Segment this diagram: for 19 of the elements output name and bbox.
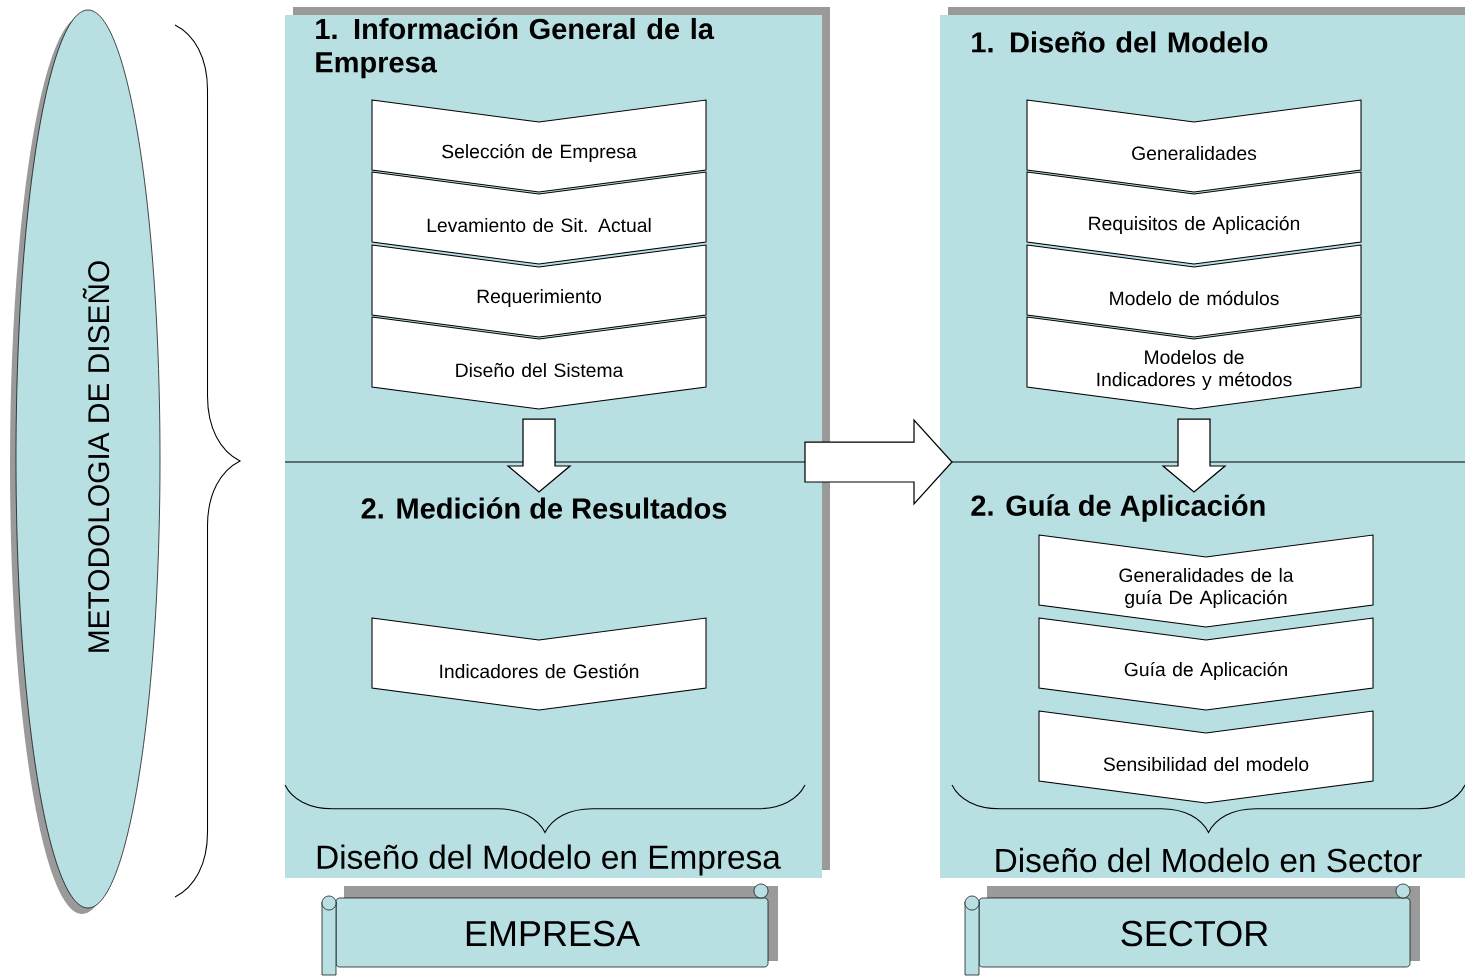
chevron-step: Modelo de módulos (1026, 244, 1362, 338)
chevron-step: Indicadores de Gestión (371, 617, 707, 711)
chevron-step: Selección de Empresa (371, 99, 707, 193)
block-arrow (506, 418, 572, 493)
chevron-step: Generalidades de la guía De Aplicación (1038, 534, 1374, 628)
chevron-step: Guía de Aplicación (1038, 617, 1374, 711)
chevron-step: Levamiento de Sit. Actual (371, 171, 707, 265)
scroll-banner: EMPRESA (321, 883, 778, 976)
section-heading: 2. Guía de Aplicación (971, 494, 1265, 522)
block-arrow (804, 418, 953, 506)
block-arrow (1161, 418, 1227, 493)
chevron-step: Sensibilidad del modelo (1038, 710, 1374, 804)
chevron-step: Requisitos de Aplicación (1026, 171, 1362, 265)
chevron-step: Requerimiento (371, 244, 707, 338)
scroll-banner: SECTOR (964, 883, 1420, 976)
chevron-step: Generalidades (1026, 99, 1362, 193)
chevron-step: Modelos de Indicadores y métodos (1026, 316, 1362, 410)
chevron-step: Diseño del Sistema (371, 316, 707, 410)
section-heading: 2. Medición de Resultados (361, 497, 727, 519)
